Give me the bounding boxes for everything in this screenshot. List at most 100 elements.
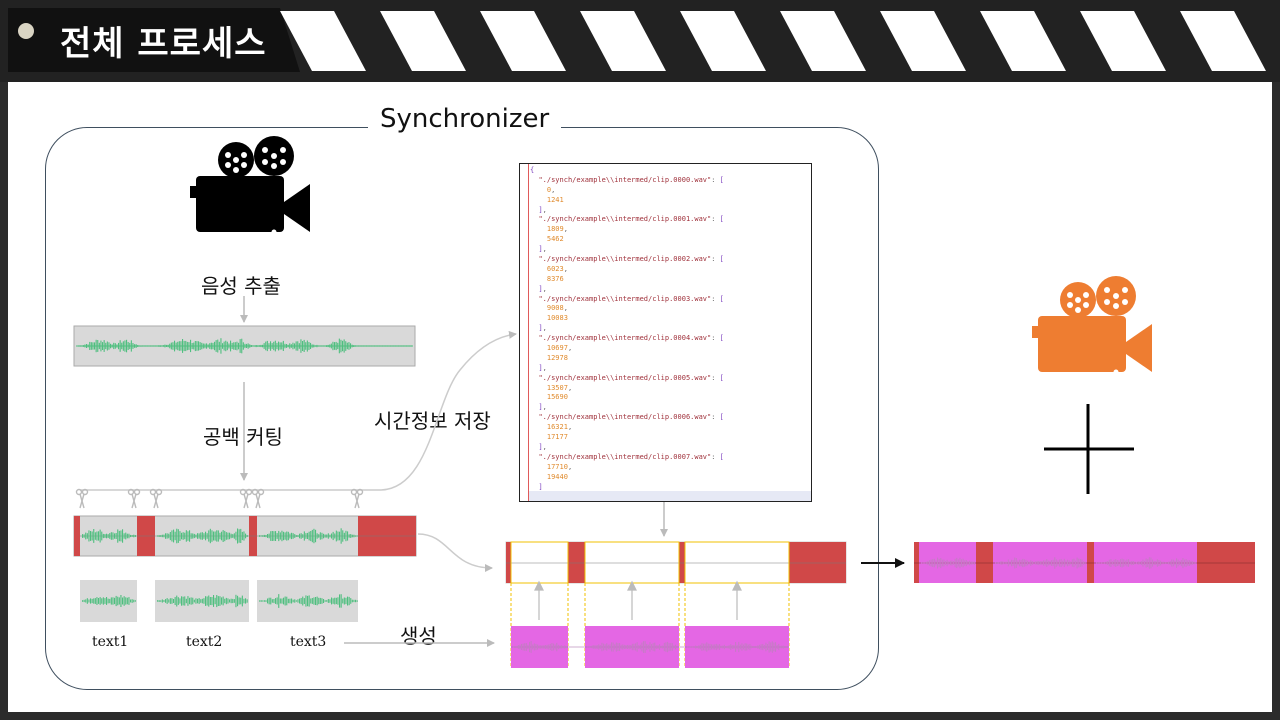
waveform-sample [265, 341, 267, 351]
waveform-sample [93, 598, 95, 604]
waveform-sample [699, 644, 701, 650]
waveform-sample [78, 345, 80, 347]
waveform-sample [1140, 561, 1142, 565]
json-line: 1809, [546, 225, 568, 234]
waveform-sample [1083, 561, 1085, 565]
waveform-sample [783, 645, 785, 649]
waveform-sample [305, 342, 307, 350]
waveform-sample [184, 532, 186, 540]
waveform-sample [1148, 557, 1150, 569]
waveform-sample [209, 597, 211, 605]
waveform-sample [938, 558, 940, 567]
waveform-sample [353, 534, 355, 538]
waveform-sample [1145, 558, 1147, 568]
waveform-sample [1131, 560, 1133, 566]
waveform-sample [1051, 560, 1053, 566]
waveform-sample [946, 559, 948, 567]
waveform-sample [222, 530, 224, 542]
waveform-sample [1116, 560, 1118, 566]
waveform-sample [735, 642, 737, 652]
waveform-sample [377, 345, 379, 347]
waveform-sample [1035, 561, 1037, 565]
waveform-sample [1078, 558, 1080, 568]
waveform-sample [318, 534, 320, 538]
waveform-sample [299, 598, 301, 604]
waveform-sample [339, 531, 341, 541]
waveform-sample [85, 599, 87, 603]
waveform-sample [1011, 559, 1013, 567]
waveform-sample [169, 598, 171, 604]
json-line: ], [538, 363, 547, 372]
waveform-sample [294, 343, 296, 349]
waveform-sample [999, 561, 1001, 565]
waveform-sample [921, 562, 923, 564]
waveform-sample [115, 533, 117, 539]
waveform-sample [937, 557, 939, 569]
waveform-sample [161, 534, 163, 538]
json-line: "./synch/example\\intermed/clip.0006.wav… [538, 413, 724, 422]
waveform-sample [259, 600, 261, 602]
waveform-sample [186, 341, 188, 351]
waveform-sample [722, 645, 724, 649]
waveform-sample [315, 597, 317, 605]
waveform-sample [956, 557, 958, 569]
json-line: 17710, [546, 462, 573, 471]
waveform-sample [770, 642, 772, 652]
scissors-icon [127, 488, 141, 509]
waveform-sample [219, 532, 221, 540]
waveform-sample [263, 600, 265, 602]
waveform-sample [332, 598, 334, 604]
waveform-sample [171, 530, 173, 542]
waveform-sample [157, 600, 159, 602]
waveform-sample [667, 641, 669, 653]
waveform-sample [388, 345, 390, 347]
waveform-sample [295, 535, 297, 537]
waveform-sample [1054, 557, 1056, 569]
json-line: 6023, [546, 264, 568, 273]
waveform-sample [233, 533, 235, 539]
waveform-sample [110, 343, 112, 349]
waveform-sample [203, 598, 205, 604]
waveform-sample [951, 560, 953, 566]
waveform-sample [177, 597, 179, 605]
waveform-sample [93, 529, 95, 543]
waveform-sample [337, 531, 339, 541]
waveform-sample [331, 533, 333, 539]
waveform-sample [665, 642, 667, 652]
waveform-sample [651, 644, 653, 650]
waveform-sample [1156, 559, 1158, 567]
waveform-sample [1028, 561, 1030, 565]
waveform-sample [521, 643, 523, 650]
waveform-sample [1022, 558, 1024, 568]
waveform-sample [311, 529, 313, 543]
waveform-sample [209, 343, 211, 349]
waveform-sample [313, 528, 315, 544]
waveform-sample [356, 535, 358, 537]
waveform-sample [174, 340, 176, 352]
waveform-sample [929, 560, 931, 566]
waveform-sample [310, 598, 312, 604]
waveform-sample [562, 645, 564, 649]
waveform-sample [332, 341, 334, 351]
waveform-sample [1076, 557, 1078, 569]
waveform-sample [303, 598, 305, 604]
waveform-sample [1129, 561, 1131, 565]
waveform-sample [82, 345, 84, 347]
waveform-sample [217, 339, 219, 353]
waveform-sample [279, 342, 281, 350]
waveform-sample [279, 598, 281, 604]
waveform-sample [930, 559, 932, 567]
waveform-sample [305, 533, 307, 539]
waveform-sample [190, 339, 192, 353]
waveform-sample [517, 645, 519, 649]
waveform-sample [273, 599, 275, 604]
waveform-sample [205, 596, 207, 606]
waveform-sample [543, 645, 545, 649]
waveform-sample [323, 533, 325, 539]
waveform-sample [185, 340, 187, 352]
waveform-sample [230, 533, 232, 539]
merge-bar [505, 541, 847, 584]
waveform-sample [1052, 559, 1054, 567]
waveform-sample [195, 598, 197, 604]
waveform-sample [94, 342, 96, 350]
